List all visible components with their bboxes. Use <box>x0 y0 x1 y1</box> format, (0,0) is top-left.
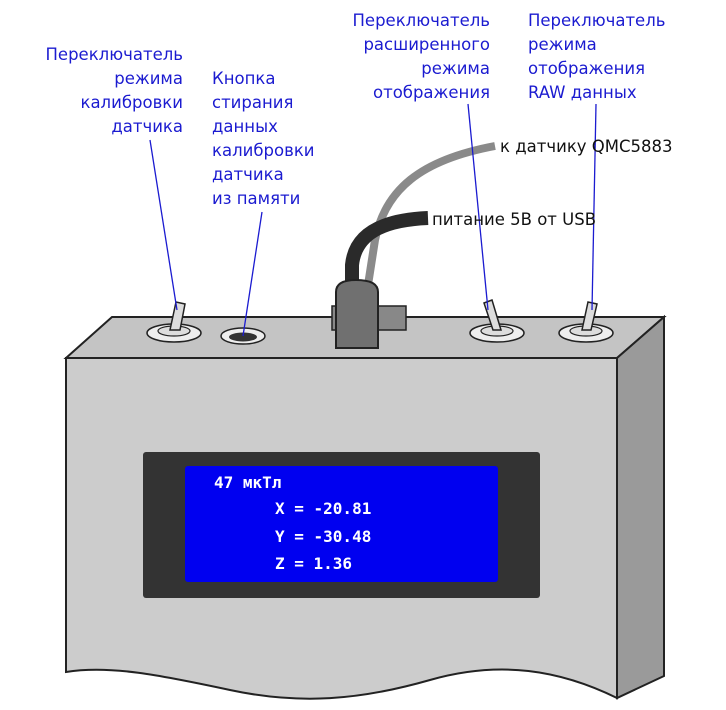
calibration-toggle-switch[interactable] <box>146 301 202 343</box>
label-sensor-cable: к датчику QMC5883 <box>500 137 673 156</box>
lcd-screen <box>185 466 498 582</box>
svg-text:режима: режима <box>528 35 597 54</box>
usb-plug <box>335 278 379 349</box>
leader-line <box>467 103 489 311</box>
svg-text:стирания: стирания <box>212 93 293 112</box>
leader-line <box>149 139 178 311</box>
svg-text:Переключатель: Переключатель <box>46 45 183 64</box>
power-cable <box>345 211 429 290</box>
svg-text:датчика: датчика <box>212 165 284 184</box>
svg-text:режима: режима <box>114 69 183 88</box>
raw-mode-toggle-switch[interactable] <box>558 301 614 343</box>
lcd-line-4: Z = 1.36 <box>275 554 352 573</box>
svg-text:Переключатель: Переключатель <box>528 11 665 30</box>
label-erase-button: Кнопка стирания данных калибровки датчик… <box>212 69 315 208</box>
svg-text:Кнопка: Кнопка <box>212 69 275 88</box>
svg-text:RAW данных: RAW данных <box>528 83 637 102</box>
svg-text:из памяти: из памяти <box>212 189 300 208</box>
erase-calibration-button[interactable] <box>220 327 266 345</box>
leader-line <box>242 211 263 337</box>
lcd-line-3: Y = -30.48 <box>275 527 371 546</box>
lcd-line-1: 47 мкТл <box>214 473 281 492</box>
svg-text:данных: данных <box>212 117 278 136</box>
svg-text:калибровки: калибровки <box>80 93 183 112</box>
label-power-cable: питание 5В от USB <box>432 210 596 229</box>
svg-text:датчика: датчика <box>111 117 183 136</box>
svg-text:калибровки: калибровки <box>212 141 315 160</box>
svg-text:отображения: отображения <box>373 83 490 102</box>
svg-text:режима: режима <box>421 59 490 78</box>
label-raw-switch: Переключатель режима отображения RAW дан… <box>528 11 665 102</box>
svg-text:отображения: отображения <box>528 59 645 78</box>
label-extended-switch: Переключатель расширенного режима отобра… <box>353 11 490 102</box>
svg-text:расширенного: расширенного <box>363 35 490 54</box>
leader-line <box>591 103 597 311</box>
box-right-face <box>616 314 665 700</box>
lcd-line-2: X = -20.81 <box>275 499 371 518</box>
svg-text:Переключатель: Переключатель <box>353 11 490 30</box>
label-calibration-switch: Переключатель режима калибровки датчика <box>46 45 183 136</box>
